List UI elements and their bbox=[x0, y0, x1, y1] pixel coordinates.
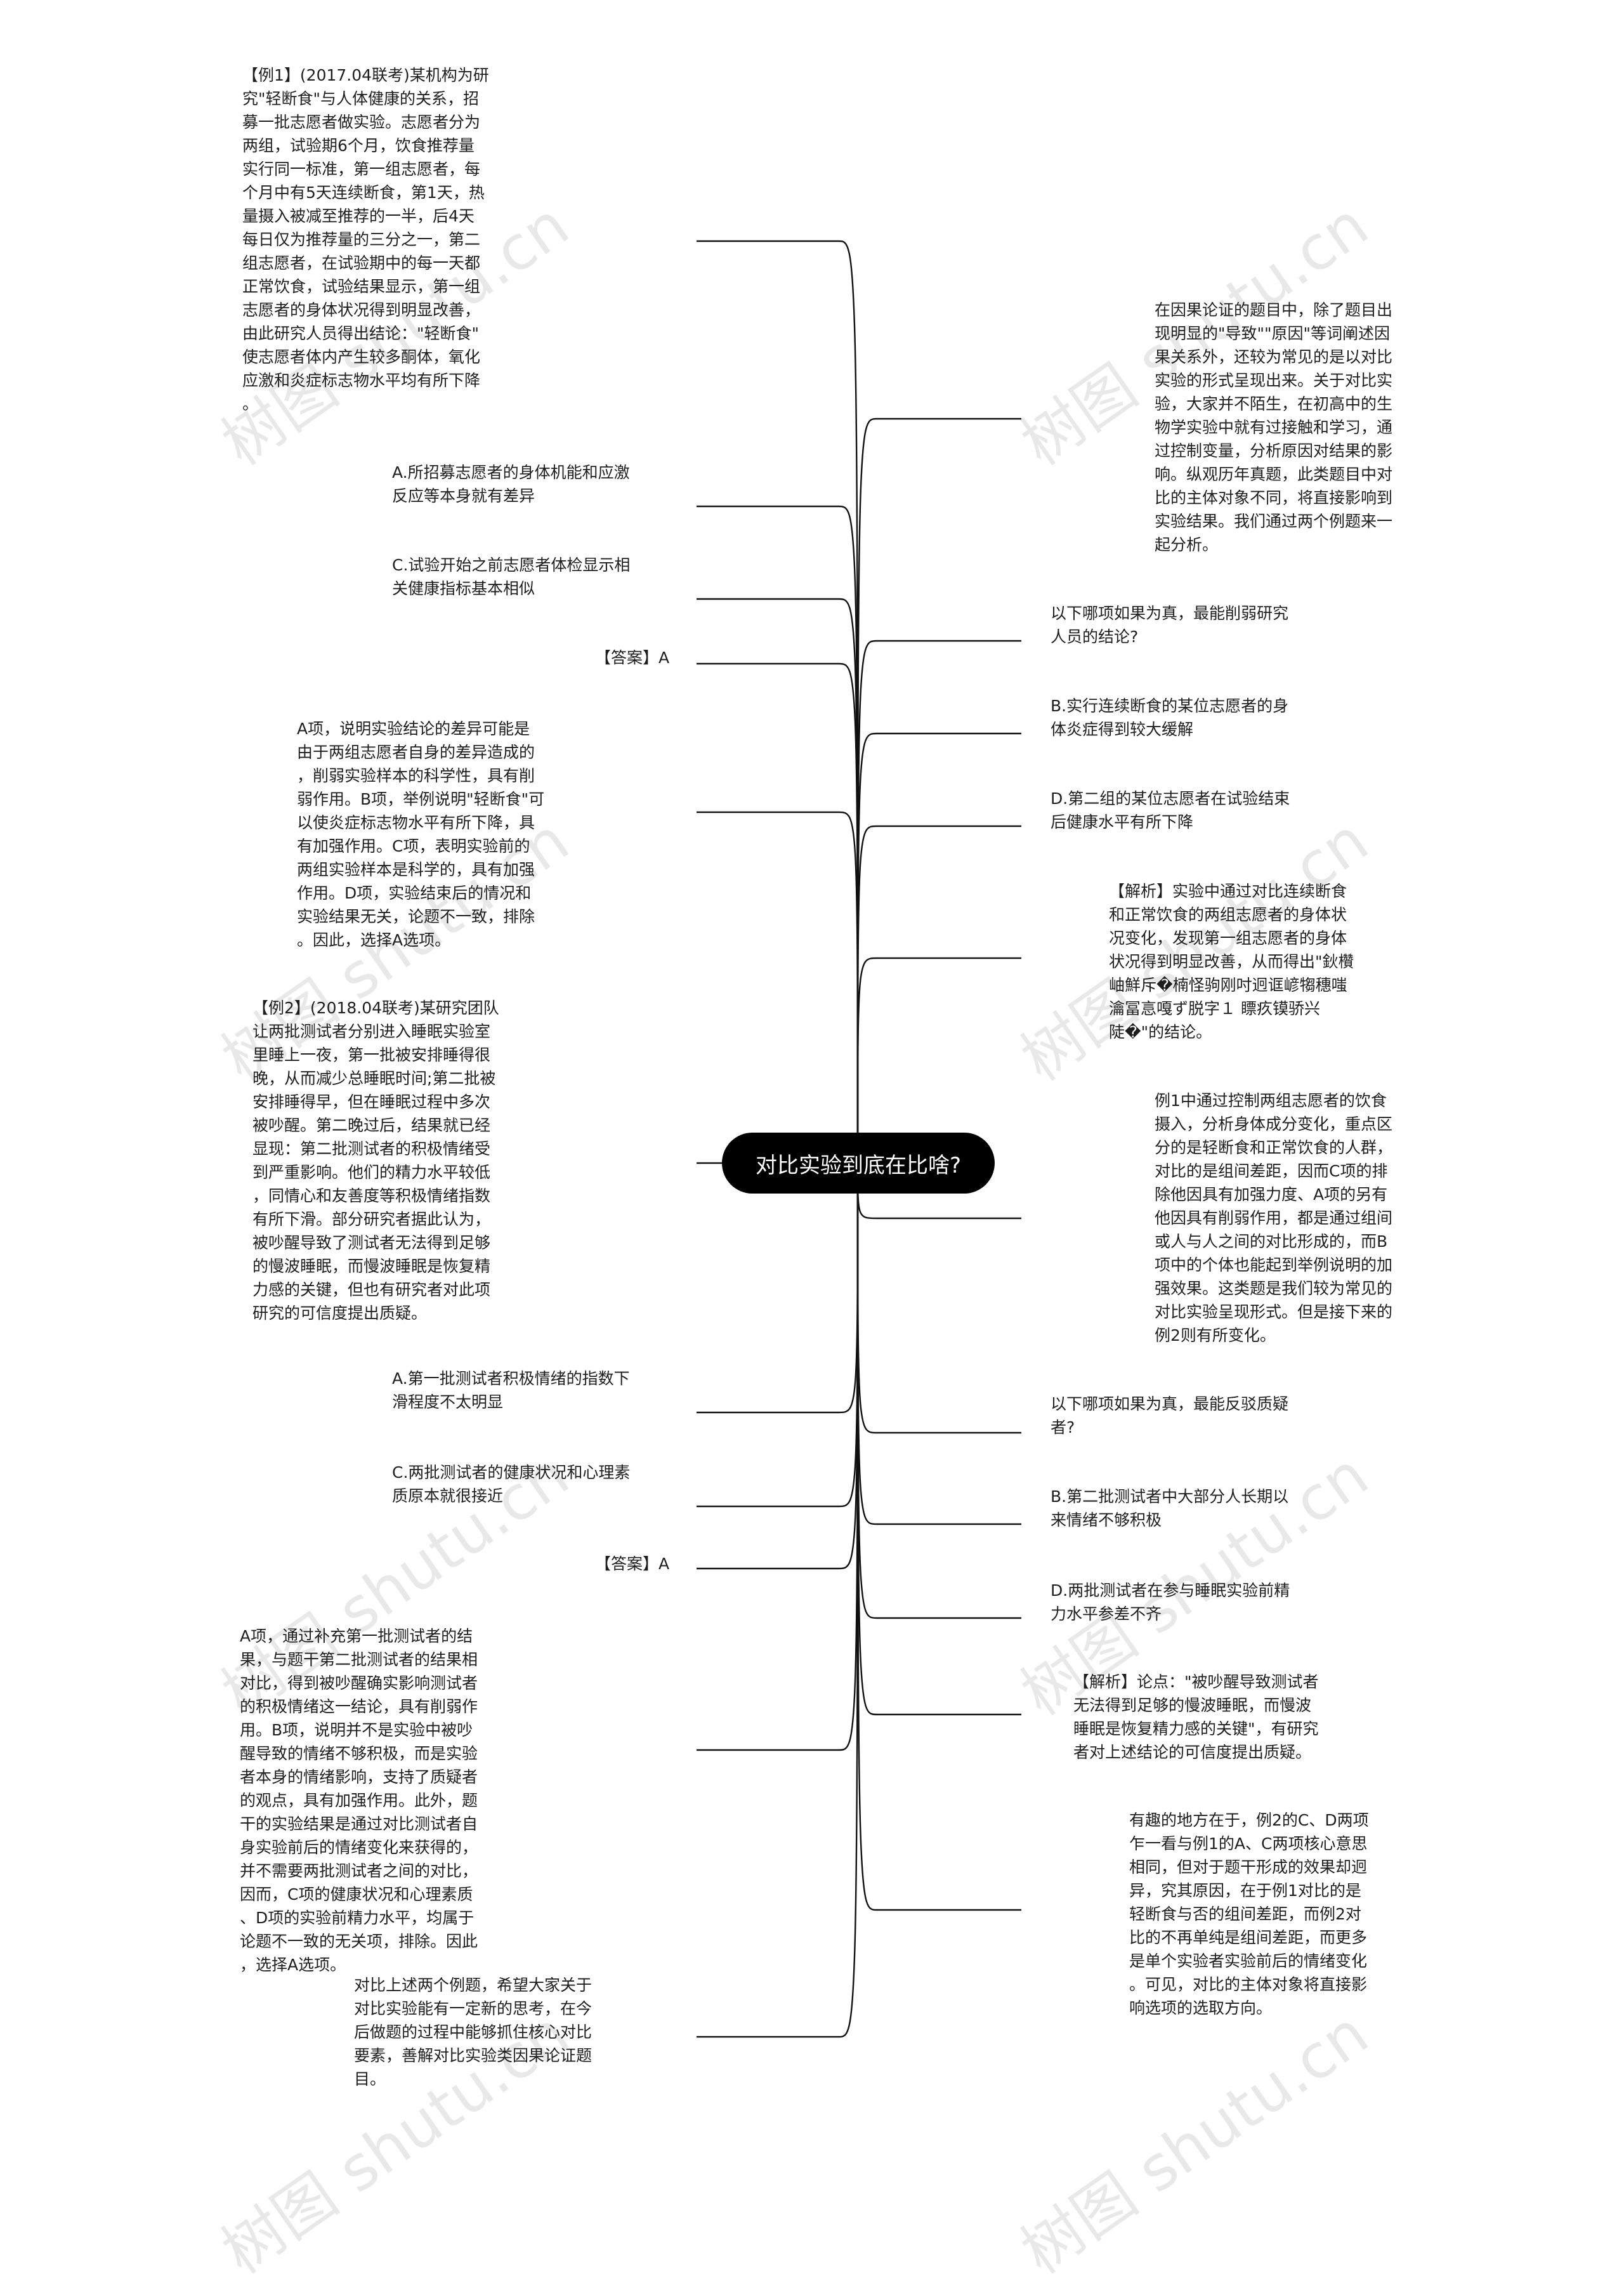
left-connector-8 bbox=[697, 1162, 859, 1508]
right-node-option-b[interactable]: B.实行连续断食的某位志愿者的身 体炎症得到较大缓解 bbox=[1051, 697, 1289, 739]
right-node-option-b2[interactable]: B.第二批测试者中大部分人长期以 来情绪不够积极 bbox=[1051, 1487, 1289, 1529]
root-node[interactable]: 对比实验到底在比啥? bbox=[722, 1133, 995, 1194]
left-connector-4 bbox=[697, 662, 859, 1164]
right-node-analysis1[interactable]: 【解析】实验中通过对比连续断食 和正常饮食的两组志愿者的身体状 况变化，发现第一… bbox=[1109, 882, 1354, 1041]
left-node-explanation2[interactable]: A项，通过补充第一批测试者的结 果，与题干第二批测试者的结果相 对比，得到被吵醒… bbox=[240, 1627, 478, 1974]
left-connector-9 bbox=[697, 1162, 859, 1570]
right-connector-4 bbox=[856, 825, 1021, 1164]
left-connector-11 bbox=[697, 1162, 859, 2038]
right-connector-7 bbox=[856, 1162, 1021, 1434]
right-node-commentary2[interactable]: 有趣的地方在于，例2的C、D两项 乍一看与例1的A、C两项核心意思 相同，但对于… bbox=[1129, 1811, 1369, 2017]
left-connector-5 bbox=[697, 811, 859, 1164]
left-node-answer2[interactable]: 【答案】A bbox=[595, 1555, 670, 1573]
right-node-analysis2[interactable]: 【解析】论点："被吵醒导致测试者 无法得到足够的慢波睡眠，而慢波 睡眠是恢复精力… bbox=[1073, 1673, 1319, 1761]
left-node-option-a2[interactable]: A.第一批测试者积极情绪的指数下 滑程度不太明显 bbox=[392, 1369, 630, 1411]
right-node-commentary1[interactable]: 例1中通过控制两组志愿者的饮食 摄入，分析身体成分变化，重点区 分的是轻断食和正… bbox=[1155, 1091, 1393, 1345]
mind-map-canvas: 树图 shutu.cn 树图 shutu.cn 树图 shutu.cn 树图 s… bbox=[209, 66, 1393, 2287]
right-node-intro[interactable]: 在因果论证的题目中，除了题目出 现明显的"导致""原因"等词阐述因 果关系外，还… bbox=[1155, 301, 1393, 554]
left-connector-7 bbox=[697, 1162, 859, 1414]
left-node-summary[interactable]: 对比上述两个例题，希望大家关于 对比实验能有一定新的思考，在今 后做题的过程中能… bbox=[354, 1976, 593, 2088]
left-connector-3 bbox=[697, 598, 859, 1164]
right-connector-3 bbox=[856, 732, 1021, 1164]
left-node-example1[interactable]: 【例1】(2017.04联考)某机构为研 究"轻断食"与人体健康的关系，招 募一… bbox=[242, 66, 489, 413]
left-node-option-a[interactable]: A.所招募志愿者的身体机能和应激 反应等本身就有差异 bbox=[392, 463, 630, 505]
left-node-explanation1[interactable]: A项，说明实验结论的差异可能是 由于两组志愿者自身的差异造成的 ，削弱实验样本的… bbox=[297, 720, 545, 949]
right-node-option-d2[interactable]: D.两批测试者在参与睡眠实验前精 力水平参差不齐 bbox=[1051, 1581, 1290, 1623]
right-connector-11 bbox=[856, 1162, 1021, 1911]
right-connector-2 bbox=[856, 640, 1021, 1164]
right-connector-1 bbox=[856, 418, 1021, 1164]
left-connector-1 bbox=[697, 240, 859, 1164]
right-node-question2[interactable]: 以下哪项如果为真，最能反驳质疑 者? bbox=[1051, 1395, 1289, 1437]
left-node-answer[interactable]: 【答案】A bbox=[595, 648, 670, 667]
left-node-option-c2[interactable]: C.两批测试者的健康状况和心理素 质原本就很接近 bbox=[392, 1463, 631, 1505]
left-node-option-c[interactable]: C.试验开始之前志愿者体检显示相 关健康指标基本相似 bbox=[392, 556, 631, 598]
right-connector-8 bbox=[856, 1162, 1021, 1525]
left-connector-2 bbox=[697, 505, 859, 1164]
left-node-example2[interactable]: 【例2】(2018.04联考)某研究团队 让两批测试者分别进入睡眠实验室 里睡上… bbox=[252, 999, 499, 1322]
right-node-question1[interactable]: 以下哪项如果为真，最能削弱研究 人员的结论? bbox=[1051, 604, 1289, 646]
left-connector-10 bbox=[697, 1162, 859, 1751]
right-connector-9 bbox=[856, 1162, 1021, 1619]
right-connector-10 bbox=[856, 1162, 1021, 1716]
right-connector-5 bbox=[856, 957, 1021, 1164]
right-node-option-d[interactable]: D.第二组的某位志愿者在试验结束 后健康水平有所下降 bbox=[1051, 789, 1290, 831]
